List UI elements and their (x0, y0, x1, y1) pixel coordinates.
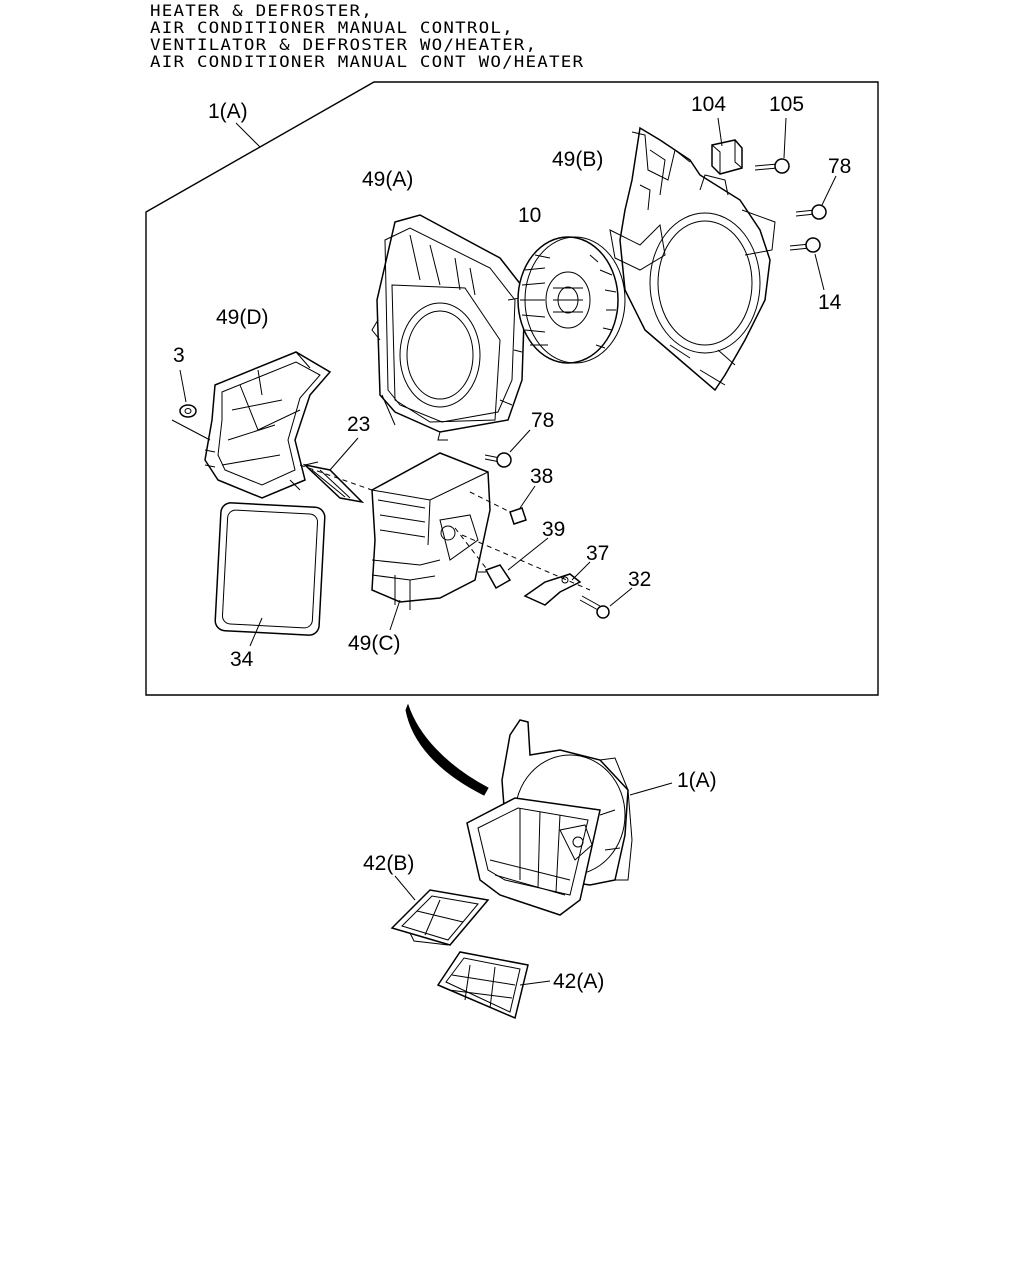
title-line-4: AIR CONDITIONER MANUAL CONT WO/HEATER (150, 53, 585, 72)
callout-part-39: 39 (542, 518, 565, 541)
diagram-title: HEATER & DEFROSTER, AIR CONDITIONER MANU… (150, 2, 585, 72)
callout-housing-d: 49(D) (216, 306, 269, 329)
callout-part-23: 23 (347, 413, 370, 436)
seal-34 (214, 502, 326, 647)
housing-frame-d (204, 351, 332, 499)
title-line-3: VENTILATOR & DEFROSTER WO/HEATER, (150, 36, 538, 55)
callout-housing-b: 49(B) (552, 148, 603, 171)
callout-blower-fan: 10 (518, 204, 541, 227)
callout-filter-42b: 42(B) (363, 852, 414, 875)
screw-78-upper (795, 175, 837, 220)
callout-part-105: 105 (769, 93, 804, 116)
blower-fan (517, 236, 626, 364)
leader-assembly-top (235, 122, 261, 148)
callout-nut-3: 3 (173, 344, 185, 367)
callout-part-38: 38 (530, 465, 553, 488)
callout-part-104: 104 (691, 93, 726, 116)
resistor-104 (711, 117, 743, 175)
filter-42a (436, 951, 551, 1020)
nut-3 (171, 369, 211, 441)
screw-32 (579, 587, 633, 619)
callout-housing-c: 49(C) (348, 632, 401, 655)
actuator-39 (478, 537, 549, 590)
callout-seal-34: 34 (230, 648, 254, 671)
lever-37 (523, 561, 591, 606)
screw-78-lower (484, 429, 531, 468)
title-line-2: AIR CONDITIONER MANUAL CONTROL, (150, 19, 514, 38)
housing-c (371, 452, 491, 631)
callout-screw-32: 32 (628, 568, 651, 591)
blower-housing-a (371, 214, 526, 441)
callout-filter-42a: 42(A) (553, 970, 604, 993)
blower-housing-b (609, 126, 776, 392)
callout-screw-14: 14 (818, 291, 842, 314)
callout-part-37: 37 (586, 542, 609, 565)
callout-assembly-top: 1(A) (208, 100, 248, 123)
assembly-guide-lines (299, 464, 591, 591)
callout-housing-a: 49(A) (362, 168, 413, 191)
callout-assembly-bottom: 1(A) (677, 769, 717, 792)
clip-38 (509, 485, 536, 525)
screw-14 (789, 237, 825, 291)
assembly-arrow (405, 703, 489, 796)
title-line-1: HEATER & DEFROSTER, (150, 2, 373, 21)
callout-screw-78-upper: 78 (828, 155, 851, 178)
exploded-view-frame (145, 81, 879, 696)
part-23 (302, 437, 365, 504)
callout-screw-78-lower: 78 (531, 409, 554, 432)
assembled-blower-unit (466, 719, 673, 916)
screw-105 (754, 117, 790, 174)
filter-42b (390, 875, 490, 946)
